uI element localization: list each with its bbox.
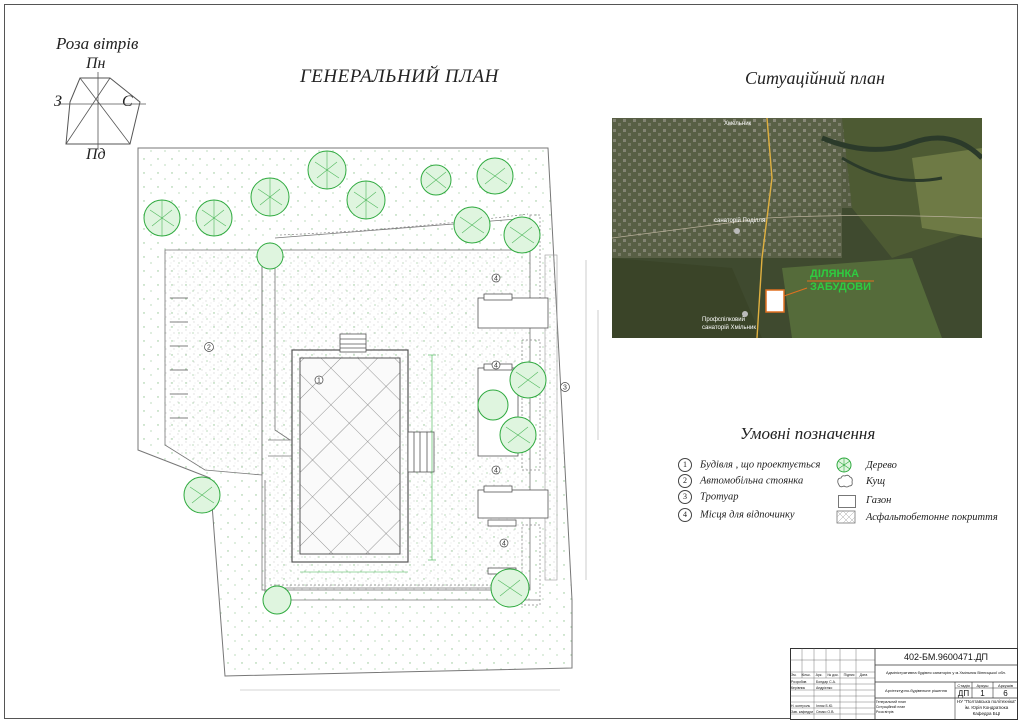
map-label-town: Хмельник bbox=[724, 121, 752, 127]
tree-icon bbox=[262, 585, 292, 615]
plan-marker-4c: 4 bbox=[494, 468, 498, 475]
drawing-note: Ситуаційний план bbox=[876, 705, 906, 709]
signature-names: Бондар С.А. Андрієнко Ілляк Б.Ю. Семко О… bbox=[816, 679, 836, 715]
organization: НУ "Полтавська політехніка" ім. Юрія Кон… bbox=[955, 699, 1018, 717]
legend-label: Місця для відпочинку bbox=[700, 509, 795, 521]
signature-roles: Розробив Керівник Н. контроль Зав. кафед… bbox=[791, 679, 813, 715]
legend-item-building: 1 Будівля , що проектується bbox=[678, 458, 820, 472]
title-block-grid bbox=[790, 648, 1018, 720]
map-label-union-1: Профспілковий bbox=[702, 317, 745, 323]
name: Ілляк Б.Ю. bbox=[816, 704, 834, 708]
legend-label: Будівля , що проектується bbox=[700, 459, 821, 471]
legend-item-parking: 2 Автомобільна стоянка bbox=[678, 474, 803, 488]
tree-icon bbox=[836, 457, 852, 473]
stage-value: ДП bbox=[957, 689, 970, 698]
legend-label-bush: Кущ bbox=[866, 476, 886, 487]
role: Керівник bbox=[791, 686, 805, 690]
col-header: Зм. bbox=[791, 673, 797, 677]
compass-east-label: С bbox=[122, 93, 133, 110]
legend-num: 2 bbox=[678, 474, 692, 488]
situation-map: Хмельник санаторій Поділля Профспілковий… bbox=[612, 118, 982, 338]
role: Н. контроль bbox=[791, 704, 811, 708]
legend-title: Умовні позначення bbox=[740, 424, 876, 443]
lawn-icon bbox=[838, 495, 856, 508]
name: Семко О.В. bbox=[816, 710, 835, 714]
col-stage: Стадія bbox=[957, 683, 970, 688]
org-line: Кафедра БЦІ bbox=[972, 711, 1001, 716]
org-line: НУ "Полтавська політехніка" bbox=[956, 699, 1017, 704]
col-header: Кільк. bbox=[801, 673, 811, 677]
legend-label-tree: Дерево bbox=[866, 460, 897, 471]
legend-item-sidewalk: 3 Тротуар bbox=[678, 490, 739, 504]
map-label-podillia: санаторій Поділля bbox=[714, 218, 766, 224]
col-header: Дата bbox=[859, 673, 868, 677]
compass-north-label: Пн bbox=[86, 55, 106, 72]
col-sheet: Аркуш bbox=[976, 683, 989, 688]
col-header: № док. bbox=[827, 673, 839, 677]
compass-west-label: З bbox=[54, 93, 62, 110]
plan-marker-3: 3 bbox=[563, 385, 567, 392]
col-headers: Зм. Кільк. Арк. № док. Підпис Дата bbox=[791, 673, 867, 677]
title-code: 402-БМ.9600471.ДП bbox=[903, 652, 989, 662]
plan-marker-1: 1 bbox=[317, 378, 321, 385]
plan-marker-4a: 4 bbox=[494, 276, 498, 283]
general-plan-heading: ГЕНЕРАЛЬНИЙ ПЛАН bbox=[300, 66, 499, 87]
bush-icon bbox=[837, 474, 853, 488]
sheet-value: 1 bbox=[980, 689, 985, 698]
tree-icon bbox=[256, 242, 284, 270]
legend-item-rest: 4 Місця для відпочинку bbox=[678, 508, 795, 522]
situation-plan-heading: Ситуаційний план bbox=[745, 68, 885, 88]
legend-label-asphalt: Асфальтобетонне покриття bbox=[866, 512, 998, 523]
name: Бондар С.А. bbox=[816, 680, 836, 684]
compass-title: Роза вітрів bbox=[56, 34, 139, 53]
sheet-title: Архітектурно-будівельне рішення bbox=[885, 688, 947, 693]
legend-label-lawn: Газон bbox=[866, 495, 892, 506]
name: Андрієнко bbox=[816, 686, 833, 690]
plan-marker-2: 2 bbox=[207, 345, 211, 352]
legend-num: 1 bbox=[678, 458, 692, 472]
wind-rose-icon bbox=[58, 72, 146, 150]
project-title: Адміністративна будівля санаторію у м.Хм… bbox=[885, 670, 1007, 675]
tree-icon bbox=[477, 389, 509, 421]
col-sheets: Аркушів bbox=[998, 683, 1013, 688]
general-plan-drawing: 2 1 3 4 4 4 4 bbox=[137, 147, 599, 691]
plan-marker-4b: 4 bbox=[494, 363, 498, 370]
legend-label: Тротуар bbox=[700, 491, 739, 503]
legend-num: 4 bbox=[678, 508, 692, 522]
site-label-line2: ЗАБУДОВИ bbox=[810, 281, 871, 293]
asphalt-icon bbox=[836, 510, 856, 524]
sheets-value: 6 bbox=[1003, 689, 1008, 698]
col-header: Підпис bbox=[843, 673, 855, 677]
drawing-note: Генеральний план bbox=[876, 700, 906, 704]
plan-marker-4d: 4 bbox=[502, 541, 506, 548]
drawing-frame bbox=[4, 4, 1018, 719]
col-header: Арк. bbox=[815, 673, 823, 677]
map-label-union-2: санаторій Хмільник bbox=[702, 325, 756, 331]
legend-num: 3 bbox=[678, 490, 692, 504]
site-label-line1: ДІЛЯНКА bbox=[810, 268, 860, 280]
compass-south-label: Пд bbox=[86, 146, 106, 163]
legend-label: Автомобільна стоянка bbox=[700, 475, 804, 487]
drawing-notes: Генеральний план Ситуаційний план Роза в… bbox=[876, 700, 956, 715]
drawing-note: Роза вітрів bbox=[876, 710, 894, 714]
org-line: ім. Юрія Кондратюка bbox=[964, 705, 1009, 710]
role: Зав. кафедри bbox=[791, 710, 814, 714]
role: Розробив bbox=[791, 680, 807, 684]
